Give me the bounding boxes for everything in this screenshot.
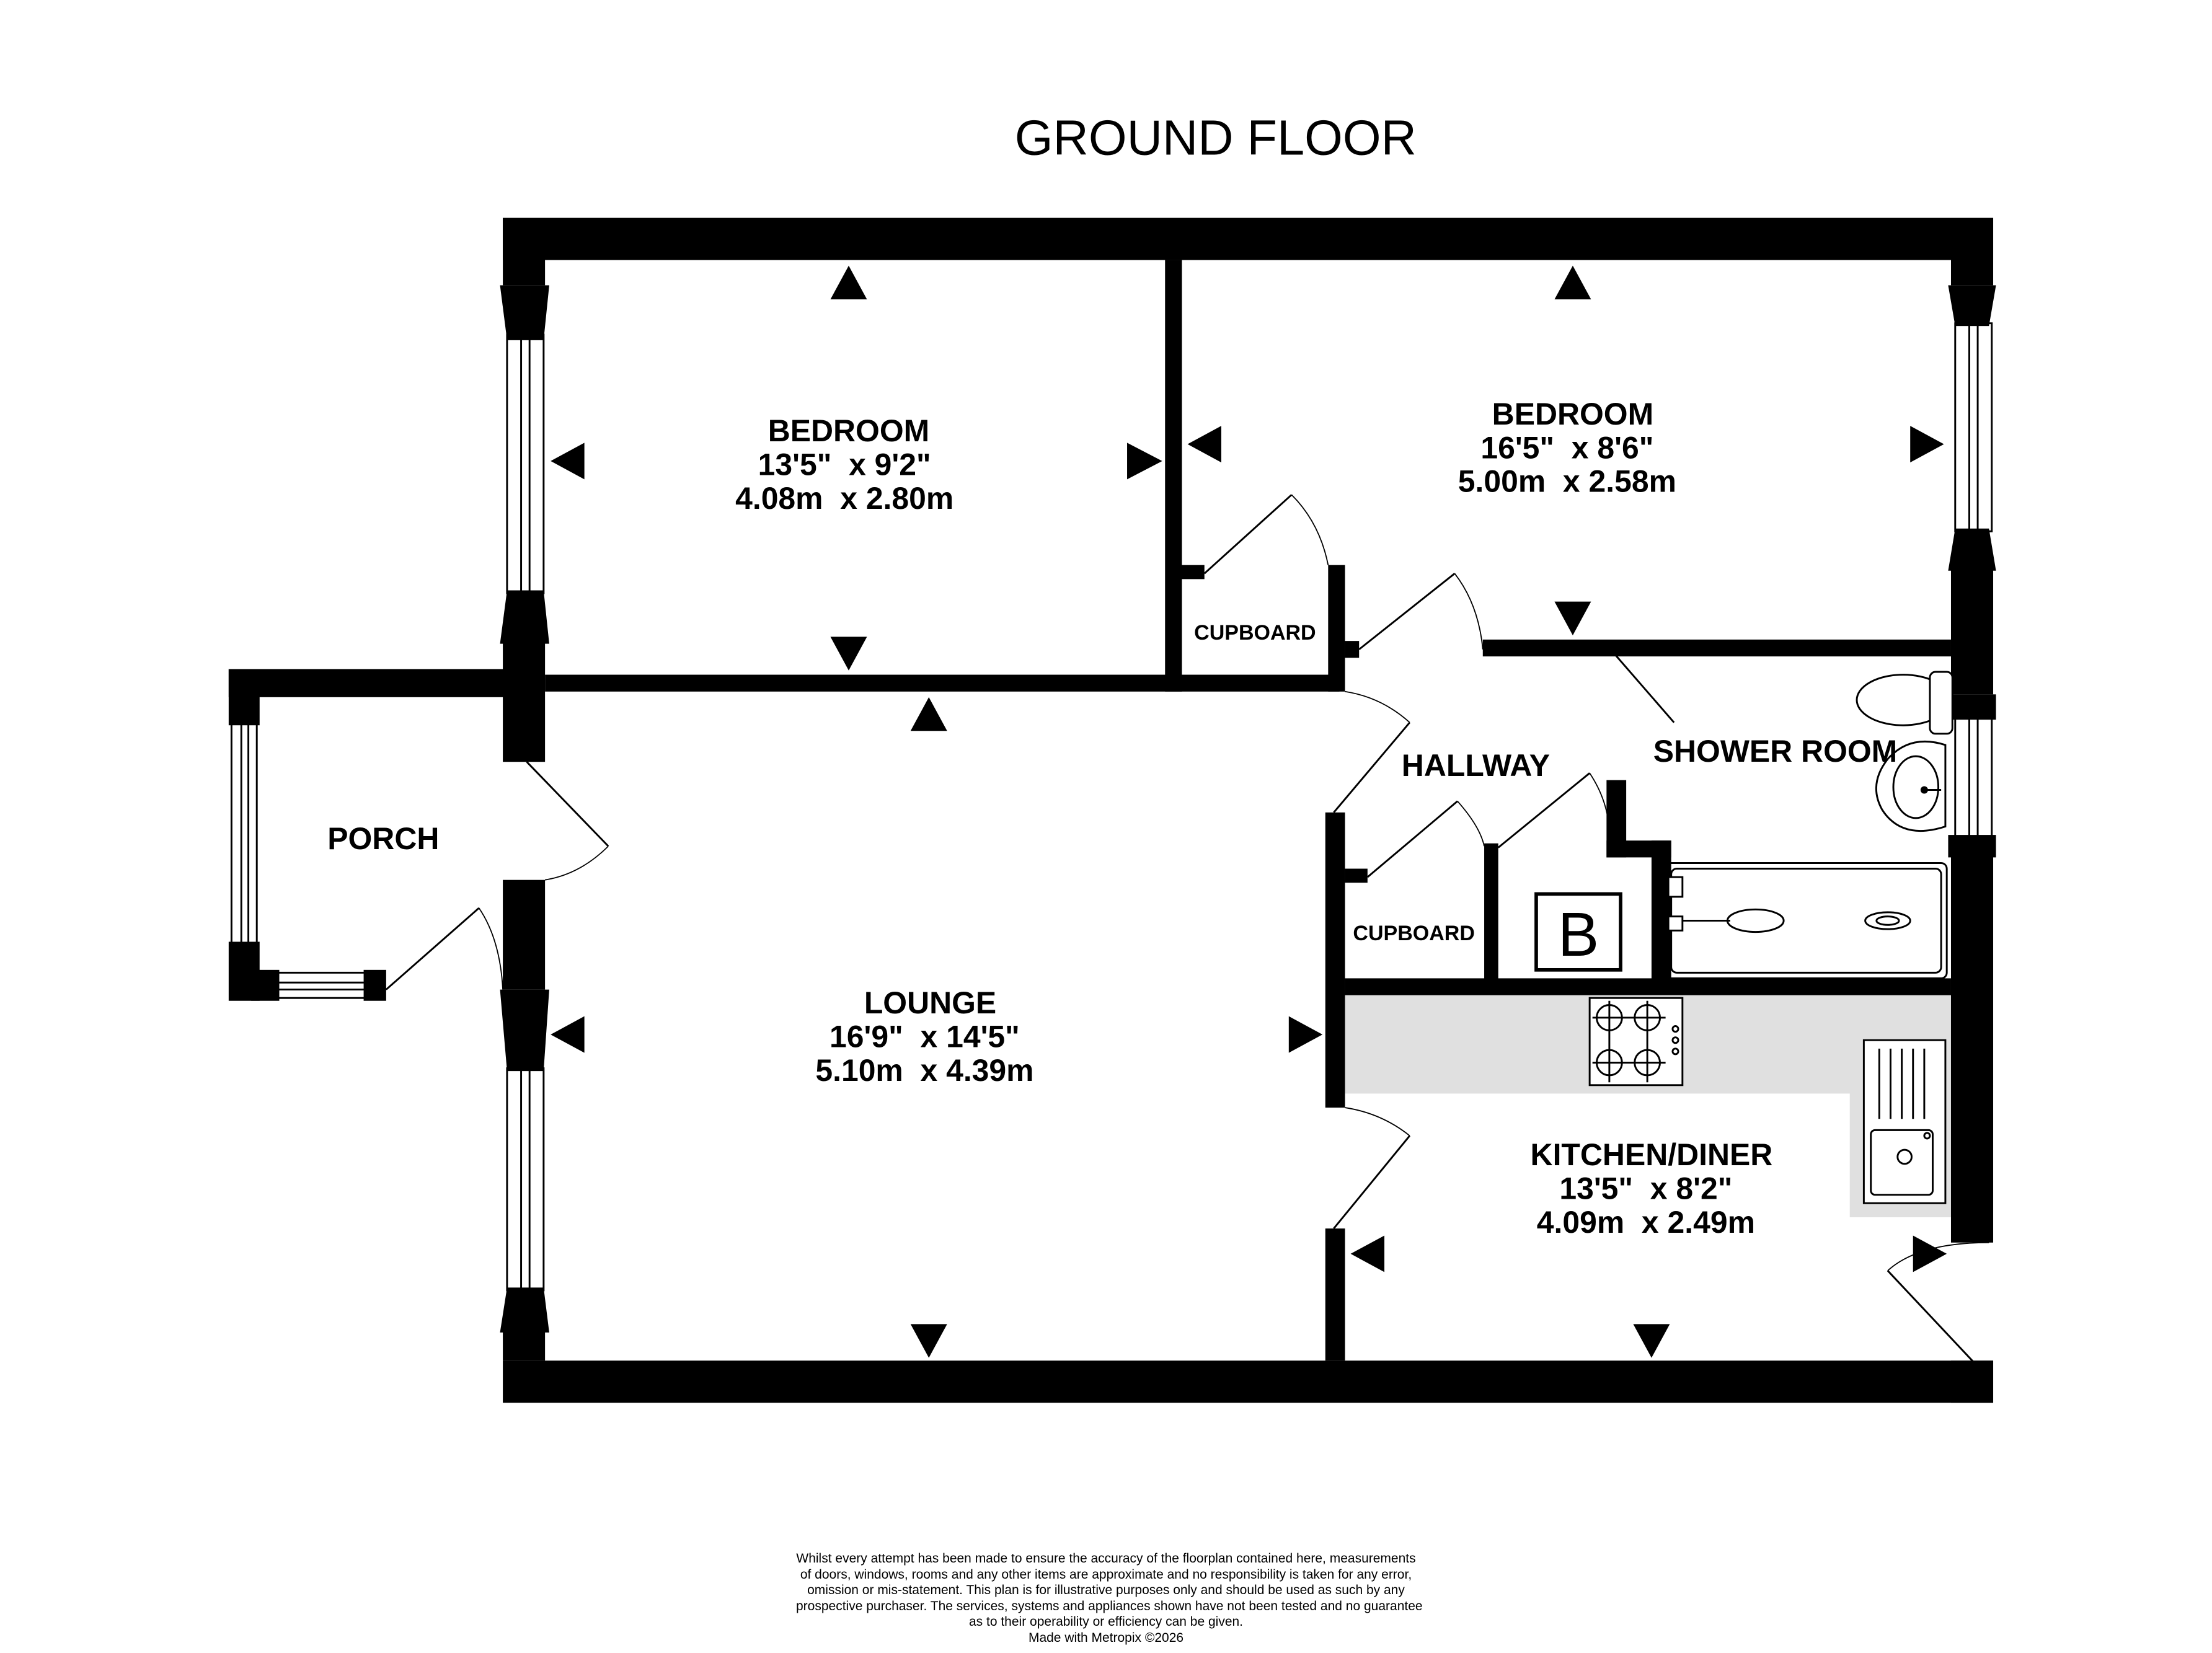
dimension-arrow-icon xyxy=(910,697,947,731)
room-size-imperial: 16'5" x 8'6" xyxy=(1480,430,1653,465)
dimension-arrow-icon xyxy=(1187,426,1221,463)
door-swing-icon xyxy=(526,761,609,881)
floor-title: GROUND FLOOR xyxy=(1015,110,1417,165)
room-hallway: HALLWAY xyxy=(1402,748,1550,783)
room-size-metric: 5.00m x 2.58m xyxy=(1458,464,1676,499)
door-swing-icon xyxy=(1203,494,1329,575)
room-bedroom-2: BEDROOM 16'5" x 8'6" 5.00m x 2.58m xyxy=(1458,397,1676,499)
room-bedroom-1: BEDROOM 13'5" x 9'2" 4.08m x 2.80m xyxy=(735,413,953,516)
disclaimer-line: omission or mis-statement. This plan is … xyxy=(807,1583,1405,1597)
doors xyxy=(385,494,1989,1364)
dimension-arrow-icon xyxy=(830,637,867,671)
room-kitchen-diner: KITCHEN/DINER 13'5" x 8'2" 4.09m x 2.49m xyxy=(1531,1137,1773,1240)
room-porch: PORCH xyxy=(327,821,439,856)
room-name: BEDROOM xyxy=(1492,397,1653,431)
disclaimer: Whilst every attempt has been made to en… xyxy=(796,1551,1423,1646)
dimension-arrow-icon xyxy=(1350,1235,1385,1272)
door-swing-icon xyxy=(1887,1241,1989,1364)
door-swing-icon xyxy=(1608,647,1675,723)
disclaimer-line: Whilst every attempt has been made to en… xyxy=(796,1551,1416,1566)
dimension-arrow-icon xyxy=(1554,601,1591,636)
room-name: LOUNGE xyxy=(864,985,996,1020)
room-size-imperial: 16'9" x 14'5" xyxy=(830,1020,1020,1054)
room-size-metric: 5.10m x 4.39m xyxy=(815,1053,1033,1088)
room-size-imperial: 13'5" x 8'2" xyxy=(1559,1171,1732,1206)
dimension-arrow-icon xyxy=(830,265,867,300)
window-icon xyxy=(230,718,258,946)
dimension-arrow-icon xyxy=(1127,443,1162,480)
room-cupboard-2: CUPBOARD xyxy=(1353,922,1474,945)
disclaimer-credit: Made with Metropix ©2026 xyxy=(1028,1630,1184,1645)
dimension-arrow-icon xyxy=(551,443,585,480)
room-labels: BEDROOM 13'5" x 9'2" 4.08m x 2.80m BEDRO… xyxy=(327,397,1897,1240)
dimension-arrow-icon xyxy=(1910,426,1944,463)
dimension-arrow-icon xyxy=(1633,1324,1670,1358)
window-icon xyxy=(1954,716,1993,839)
toilet-icon xyxy=(1856,671,1953,735)
window-icon xyxy=(275,971,368,999)
door-swing-icon xyxy=(1333,690,1410,813)
room-cupboard-1: CUPBOARD xyxy=(1194,621,1316,645)
dimension-arrows xyxy=(551,265,1947,1358)
walls xyxy=(228,218,1996,1403)
room-name: BEDROOM xyxy=(768,413,929,448)
dimension-arrow-icon xyxy=(1288,1016,1323,1053)
boiler-icon: B xyxy=(1534,892,1622,972)
door-swing-icon xyxy=(1366,800,1485,878)
disclaimer-line: as to their operability or efficiency ca… xyxy=(968,1615,1244,1629)
boiler-label: B xyxy=(1558,901,1599,969)
dimension-arrow-icon xyxy=(910,1324,947,1358)
disclaimer-line: prospective purchaser. The services, sys… xyxy=(796,1598,1423,1613)
window-icon xyxy=(1954,322,1993,532)
basin-icon xyxy=(1875,740,1947,832)
room-size-imperial: 13'5" x 9'2" xyxy=(758,447,931,482)
shower-tray-icon xyxy=(1665,862,1948,979)
door-swing-icon xyxy=(1497,772,1609,849)
door-swing-icon xyxy=(385,907,503,990)
dimension-arrow-icon xyxy=(1913,1235,1947,1272)
hob-icon xyxy=(1588,997,1684,1087)
window-icon xyxy=(506,1067,545,1292)
window-icon xyxy=(506,333,545,594)
room-lounge: LOUNGE 16'9" x 14'5" 5.10m x 4.39m xyxy=(815,985,1033,1088)
room-size-metric: 4.09m x 2.49m xyxy=(1537,1205,1755,1240)
door-swing-icon xyxy=(1333,1107,1410,1230)
door-swing-icon xyxy=(1358,573,1484,650)
room-size-metric: 4.08m x 2.80m xyxy=(735,481,953,516)
room-shower-room: SHOWER ROOM xyxy=(1653,734,1897,769)
room-name: KITCHEN/DINER xyxy=(1531,1137,1773,1172)
dimension-arrow-icon xyxy=(551,1016,585,1053)
disclaimer-line: of doors, windows, rooms and any other i… xyxy=(800,1567,1412,1582)
sink-icon xyxy=(1862,1039,1947,1204)
dimension-arrow-icon xyxy=(1554,265,1591,300)
